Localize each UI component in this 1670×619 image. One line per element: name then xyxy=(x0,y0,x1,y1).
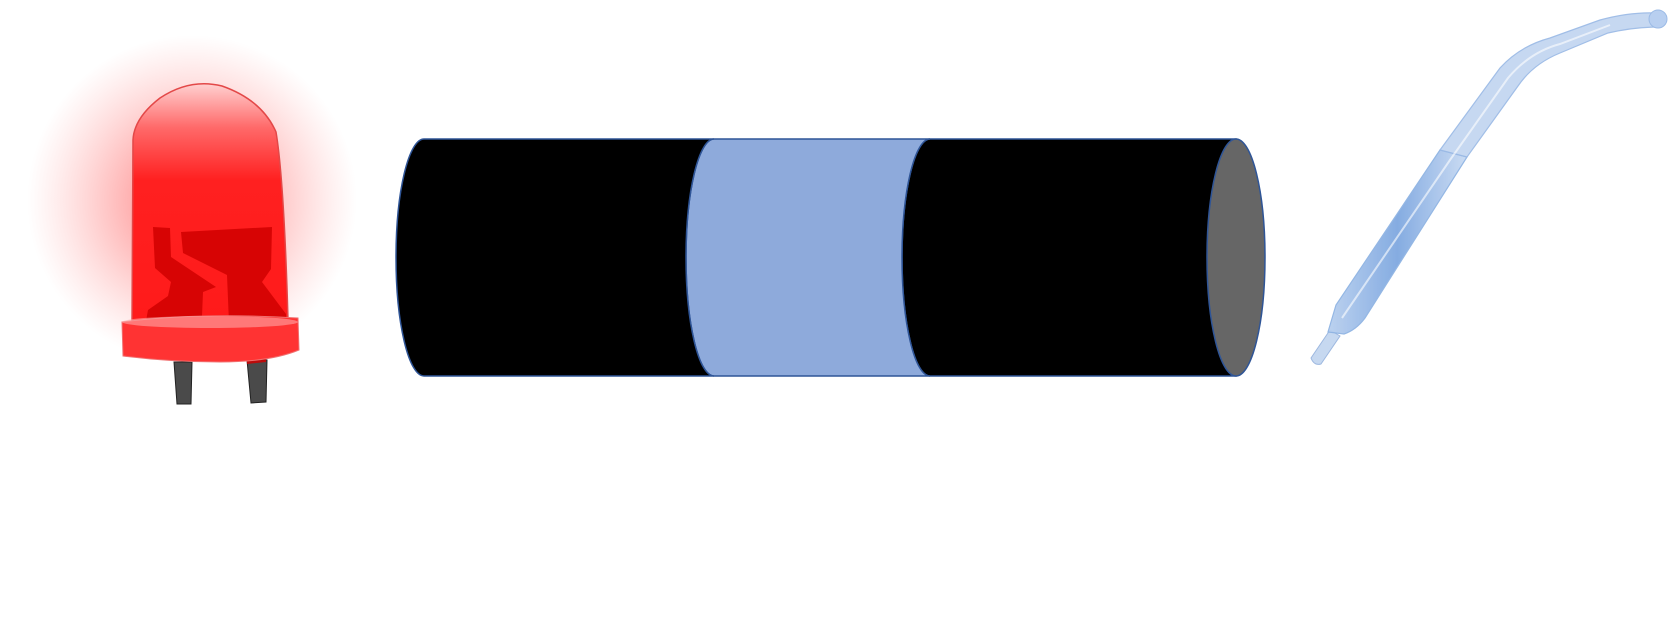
tube-segment-right xyxy=(901,138,1237,377)
suction-tip-connector xyxy=(1310,329,1341,365)
tube-end-face xyxy=(1206,138,1266,377)
suction-tip-highlight xyxy=(1341,24,1611,319)
led-lead-right xyxy=(246,359,268,404)
suction-tip-icon xyxy=(1310,9,1668,365)
led-lead-left xyxy=(173,361,193,405)
tube-band-middle xyxy=(685,138,931,377)
suction-tip-bulb xyxy=(1648,9,1668,29)
led-base-rim xyxy=(122,316,298,328)
tube-segment-left xyxy=(395,138,715,377)
suction-tip-shaft xyxy=(1438,12,1659,158)
cylinder-tube-icon xyxy=(395,138,1266,377)
red-led-icon xyxy=(27,35,357,405)
